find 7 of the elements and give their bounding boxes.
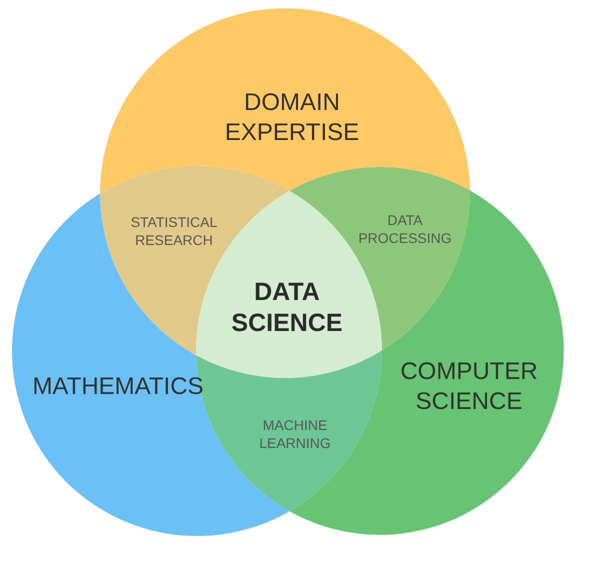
overlap-label: STATISTICAL RESEARCH [130,213,218,249]
circle-label: MATHEMATICS [31,372,205,402]
circle-label: COMPUTER SCIENCE [399,357,539,417]
overlap-label: DATA PROCESSING [357,211,453,247]
center-label: DATA SCIENCE [230,276,344,338]
circle-label: DOMAIN EXPERTISE [224,88,360,148]
overlap-label: MACHINE LEARNING [258,416,332,452]
